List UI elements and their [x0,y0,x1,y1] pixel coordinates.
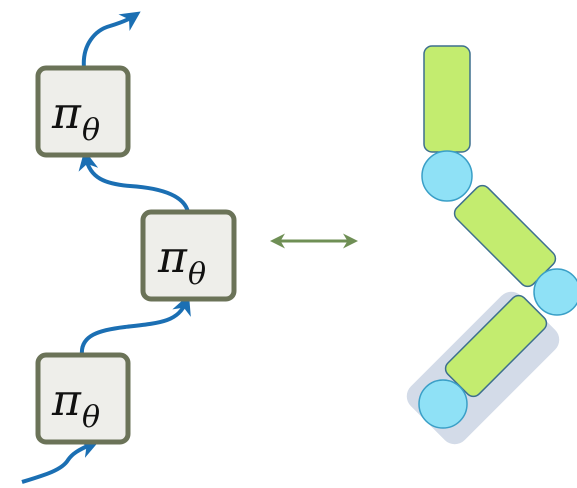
arm-joint [533,268,577,316]
policy-symbol: π [157,232,188,283]
outgoing-arrow-icon [81,11,141,69]
flow-arrow-icon [78,150,190,213]
policy-subscript: θ [82,113,100,148]
policy-subscript: θ [82,400,100,435]
policy-chain: π θ π θ π θ [21,11,237,484]
policy-subscript: θ [188,257,206,292]
robot-arm [406,45,577,445]
policy-symbol: π [51,88,82,139]
arm-link [423,45,471,153]
flow-arrow-icon [79,294,191,356]
arm-joint [418,379,468,429]
policy-symbol: π [51,375,82,426]
arm-joint [421,150,473,202]
incoming-arrow-icon [21,439,100,484]
policy-block-bottom: π θ [35,352,131,445]
policy-block-top: π θ [35,65,131,158]
policy-block-middle: π θ [140,209,237,302]
